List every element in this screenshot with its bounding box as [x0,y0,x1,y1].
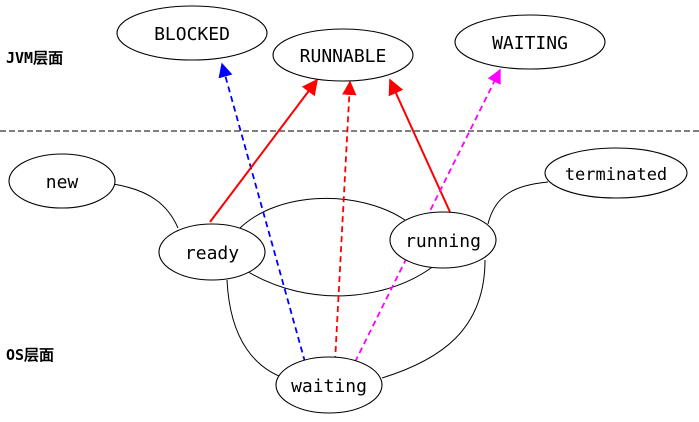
state-running: running [389,211,497,269]
state-blocked: BLOCKED [116,5,268,61]
edge-ready-running-upper [239,198,406,229]
edge-new-ready [112,183,179,229]
jvm-layer-label: JVM层面 [6,49,63,67]
state-running-label: running [405,231,481,252]
state-waiting-os: waiting [275,356,383,414]
state-waiting-os-label: waiting [291,376,367,397]
state-ready-label: ready [185,243,239,264]
state-blocked-label: BLOCKED [154,24,230,45]
state-runnable: RUNNABLE [272,28,414,82]
edge-ready-waiting [226,279,291,381]
arrow-waiting-to-runnable [334,80,357,363]
arrow-ready-to-runnable [209,78,318,223]
state-ready: ready [158,223,266,281]
state-runnable-label: RUNNABLE [300,46,387,67]
edge-running-terminated [487,181,549,225]
state-waiting-jvm-label: WAITING [492,33,568,54]
edge-running-waiting [381,259,486,379]
state-new-label: new [46,172,79,193]
state-terminated-label: terminated [565,165,667,185]
state-waiting-jvm: WAITING [454,14,606,70]
edge-ready-running-lower [244,264,436,297]
state-new: new [8,153,116,209]
arrow-running-to-runnable [388,78,451,213]
os-layer-label: OS层面 [6,346,54,364]
state-terminated: terminated [544,147,688,199]
arrow-waiting-to-blocked [218,62,306,363]
